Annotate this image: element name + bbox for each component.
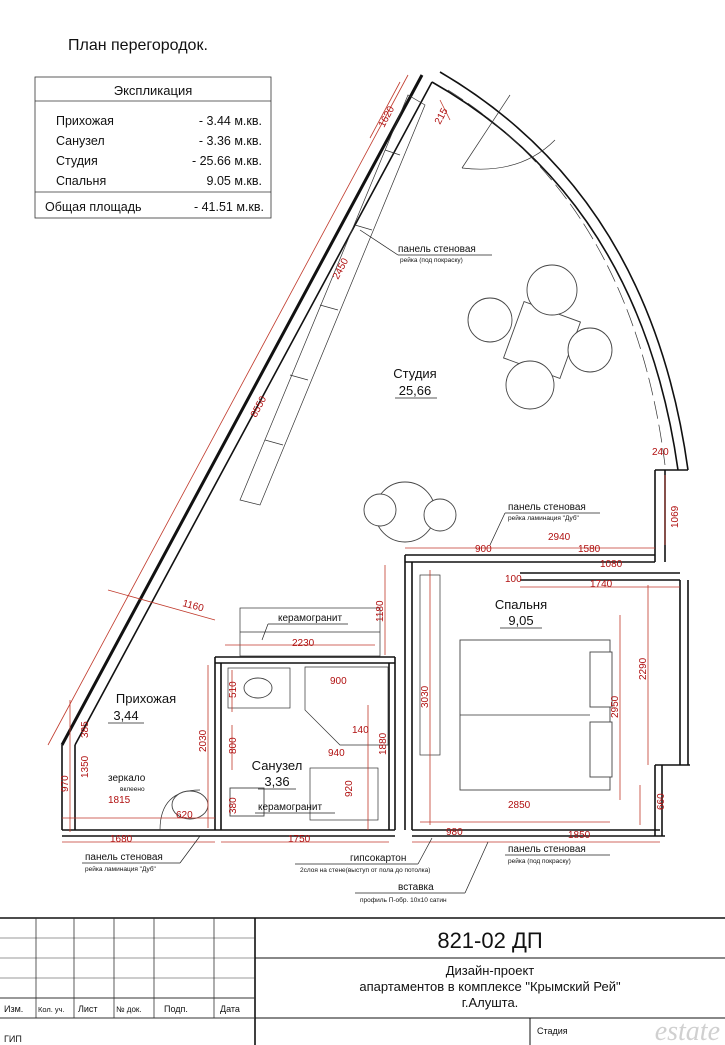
furniture <box>171 264 613 820</box>
room-area-studio: 25,66 <box>399 383 432 398</box>
dim-label: 2950 <box>610 695 621 718</box>
dimension-lines <box>47 74 680 843</box>
watermark-logo: estate <box>655 1016 720 1045</box>
dim-label: 940 <box>328 748 345 759</box>
expl-total-name: Общая площадь <box>45 200 142 214</box>
dim-label: 1850 <box>568 830 591 841</box>
dim-label: 3030 <box>420 685 431 708</box>
note-gypsum: гипсокартон <box>350 853 406 864</box>
stamp-col: № док. <box>116 1005 142 1014</box>
dim-label: 1740 <box>590 579 613 590</box>
expl-row-name: Прихожая <box>56 114 114 128</box>
dim-label: 380 <box>228 797 239 814</box>
room-labels: Студия 25,66 Спальня 9,05 Прихожая 3,44 … <box>108 366 547 790</box>
room-name-bath: Санузел <box>252 758 303 773</box>
dim-label: 8550 <box>249 394 269 419</box>
stamp-col: Лист <box>78 1004 98 1014</box>
dim-label: 900 <box>330 676 347 687</box>
note-panel: панель стеновая <box>85 852 163 863</box>
note-sub: рейка ламинация "Дуб" <box>508 514 580 522</box>
dim-label: 980 <box>446 827 463 838</box>
stamp-gip: ГИП <box>4 1034 22 1044</box>
expl-row-name: Спальня <box>56 174 106 188</box>
expl-row-name: Санузел <box>56 134 105 148</box>
room-area-bath: 3,36 <box>264 774 289 789</box>
explication-header: Экспликация <box>114 83 193 98</box>
stamp-stage: Стадия <box>537 1026 568 1036</box>
note-insert: вставка <box>398 882 434 893</box>
dim-label: 1080 <box>600 559 623 570</box>
note-sub: рейка (под покраску) <box>508 857 571 865</box>
note-panel: панель стеновая <box>398 244 476 255</box>
room-area-hall: 3,44 <box>113 708 138 723</box>
expl-row-area: - 25.66 м.кв. <box>192 154 262 168</box>
dim-label: 800 <box>228 737 239 754</box>
note-ceramic: керамогранит <box>278 613 342 624</box>
dim-label: 920 <box>344 780 355 797</box>
dim-label: 1160 <box>181 598 205 614</box>
note-sub: 2слоя на стене(выступ от пола до потолка… <box>300 867 430 874</box>
dim-label: 215 <box>433 106 451 126</box>
dim-label: 1680 <box>110 834 133 845</box>
room-area-bedroom: 9,05 <box>508 613 533 628</box>
dim-label: 2450 <box>331 256 351 281</box>
stamp-col: Подп. <box>164 1004 188 1014</box>
explication-table: Экспликация Прихожая - 3.44 м.кв. Санузе… <box>34 76 272 219</box>
dim-label: 970 <box>60 775 71 792</box>
expl-row-area: 9.05 м.кв. <box>207 174 262 188</box>
stamp-line: апартаментов в комплексе "Крымский Рей" <box>359 979 621 994</box>
dim-label: 1880 <box>378 732 389 755</box>
dim-label: 240 <box>652 447 669 458</box>
stamp-col: Изм. <box>4 1004 23 1014</box>
dim-label: 385 <box>80 721 91 738</box>
dim-label: 620 <box>176 810 193 821</box>
stamp-col: Дата <box>220 1004 240 1014</box>
note-sub: профиль П-обр. 10х10 сатин <box>360 896 447 904</box>
dim-label: 1750 <box>288 834 311 845</box>
dim-label: 100 <box>505 574 522 585</box>
dim-label: 2290 <box>638 657 649 680</box>
annotations: панель стеновая рейка (под покраску) пан… <box>82 229 610 904</box>
stamp-col: Кол. уч. <box>38 1005 65 1014</box>
stamp-line: г.Алушта. <box>462 995 519 1010</box>
dim-label: 2940 <box>548 532 571 543</box>
dimension-texts: 1620 215 2450 8550 240 1069 2940 900 158… <box>60 104 681 845</box>
expl-row-name: Студия <box>56 154 98 168</box>
dim-label: 1069 <box>670 505 681 528</box>
dim-label: 1580 <box>578 544 601 555</box>
note-mirror: зеркало <box>108 773 146 784</box>
note-sub: рейка (под покраску) <box>400 256 463 264</box>
dim-label: 510 <box>228 681 239 698</box>
stamp-code: 821-02 ДП <box>437 928 542 953</box>
dim-label: 2030 <box>198 729 209 752</box>
note-sub: рейка ламинация "Дуб" <box>85 865 157 873</box>
note-panel: панель стеновая <box>508 502 586 513</box>
dim-label: 2230 <box>292 638 315 649</box>
dim-label: 1180 <box>375 600 386 622</box>
partitions <box>159 94 680 831</box>
note-sub: вклеено <box>120 786 145 793</box>
expl-total-area: - 41.51 м.кв. <box>194 200 264 214</box>
dim-label: 1350 <box>80 755 91 778</box>
stamp-line: Дизайн-проект <box>446 963 535 978</box>
dim-label: 660 <box>656 793 667 810</box>
expl-row-area: - 3.36 м.кв. <box>199 134 262 148</box>
note-ceramic: керамогранит <box>258 802 322 813</box>
note-panel: панель стеновая <box>508 844 586 855</box>
plan-title: План перегородок. <box>68 37 208 54</box>
dim-label: 140 <box>352 725 369 736</box>
room-name-studio: Студия <box>393 366 436 381</box>
dim-label: 2850 <box>508 800 531 811</box>
dim-label: 1815 <box>108 795 131 806</box>
expl-row-area: - 3.44 м.кв. <box>199 114 262 128</box>
dim-label: 900 <box>475 544 492 555</box>
room-name-bedroom: Спальня <box>495 597 547 612</box>
title-block: Изм. Кол. уч. Лист № док. Подп. Дата ГИП… <box>0 917 725 1045</box>
room-name-hall: Прихожая <box>116 691 176 706</box>
